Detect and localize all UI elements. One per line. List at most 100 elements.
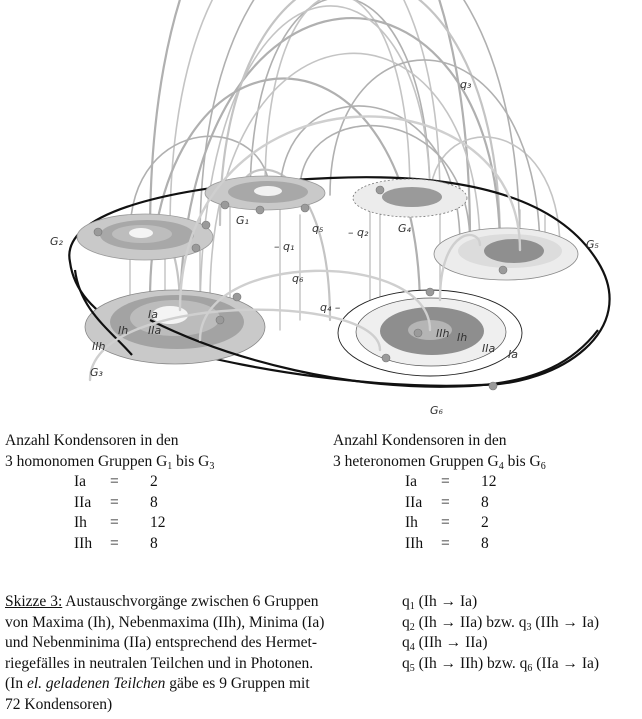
exchange-legend: q1 (Ih → Ia)q2 (Ih → IIa) bzw. q3 (IIh →…	[402, 592, 599, 674]
kondensor-count: 8	[150, 493, 158, 511]
label-q1: – q₁	[274, 240, 294, 253]
kondensor-count: 8	[150, 534, 158, 552]
hand-labels: G₂ G₁ G₄ G₅ G₃ G₆ q₃ – q₁ q₅ – q₂ q₆ q₄ …	[50, 78, 599, 417]
exchange-arc	[178, 17, 502, 322]
exchange-arc	[199, 5, 431, 321]
legend-text: (IIa → Ia)	[532, 654, 600, 672]
count-row: IIh=8	[405, 534, 511, 555]
kondensor-type: Ih	[405, 514, 418, 531]
legend-text: (IIh → IIa)	[414, 634, 488, 651]
legend-q: q	[519, 654, 528, 672]
exchange-arc	[429, 136, 561, 251]
connector-knob	[201, 220, 211, 230]
exchange-arc	[249, 0, 431, 201]
equals-sign: =	[110, 514, 119, 531]
caption-line5-pre: (In	[5, 675, 27, 692]
right-heading-sub1: 4	[498, 460, 504, 472]
connector-knob	[300, 203, 310, 213]
caption-line5: (In el. geladenen Teilchen gäbe es 9 Gru…	[5, 674, 324, 695]
front-exchange-arc	[438, 233, 482, 302]
kondensor-type: Ia	[74, 473, 87, 490]
count-row: Ih=12	[74, 513, 180, 534]
exchange-arc	[264, 0, 411, 196]
kondensor-type: IIh	[74, 534, 93, 552]
equals-sign: =	[441, 534, 450, 552]
left-heading: Anzahl Kondensoren in den 3 homonomen Gr…	[5, 431, 214, 472]
equals-sign: =	[110, 493, 119, 511]
left-heading-sub2: 3	[209, 460, 215, 472]
caption-line5-italic: el. geladenen Teilchen	[26, 675, 166, 692]
label-g6-ih: Ih	[457, 331, 467, 344]
equals-sign: =	[441, 514, 450, 531]
front-exchange-arc	[178, 115, 522, 312]
legend-text: (Ih → IIh) bzw.	[414, 654, 520, 672]
legend-q: q	[402, 613, 410, 631]
label-g3-iia: IIa	[148, 324, 161, 337]
connector-knob	[488, 381, 498, 391]
exchange-arc	[148, 0, 472, 242]
left-heading-text: 3 homonomen Gruppen G	[5, 452, 168, 470]
legend-q-index: 4	[409, 642, 415, 653]
left-heading-sub1: 1	[167, 460, 173, 472]
label-g3-iih: IIh	[92, 340, 105, 353]
left-heading-line1: Anzahl Kondensoren in den	[5, 432, 179, 449]
legend-q-index: 1	[409, 601, 415, 612]
label-g3: G₃	[90, 366, 104, 379]
legend-text: (Ih → IIa) bzw.	[414, 613, 519, 631]
connector-knob	[381, 353, 391, 363]
count-row: Ia=2	[74, 472, 180, 493]
kondensor-count: 8	[481, 534, 489, 552]
legend-item: q2 (Ih → IIa) bzw. q3 (IIh → Ia)	[402, 613, 599, 634]
right-heading-mid: bis G	[503, 452, 541, 470]
label-g3-ia: Ia	[148, 308, 158, 321]
legend-q: q	[402, 634, 410, 651]
legend-q: q	[402, 654, 410, 672]
connector-knob	[375, 185, 385, 195]
connector-knob	[498, 265, 508, 275]
count-row: Ih=2	[405, 513, 511, 534]
right-heading-line2: 3 heteronomen Gruppen G4 bis G6	[333, 452, 546, 473]
label-q5: q₅	[312, 222, 323, 235]
kondensor-type: Ia	[405, 473, 418, 490]
kondensor-count: 2	[150, 473, 158, 490]
right-heading: Anzahl Kondensoren in den 3 heteronomen …	[333, 431, 546, 472]
caption-line5-post: gäbe es 9 Gruppen mit	[165, 675, 310, 692]
legend-text: (Ih → Ia)	[414, 593, 478, 610]
exchange-diagram: G₂ G₁ G₄ G₅ G₃ G₆ q₃ – q₁ q₅ – q₂ q₆ q₄ …	[50, 0, 611, 417]
connector-knob	[220, 200, 230, 210]
legend-item: q5 (Ih → IIh) bzw. q6 (IIa → Ia)	[402, 654, 599, 675]
front-exchange-arc	[198, 269, 432, 342]
caption-line3: und Nebenminima (IIa) entsprechend des H…	[5, 634, 318, 651]
kondensor-type: IIa	[74, 493, 92, 511]
connector-knob	[425, 287, 435, 297]
connector-knob	[232, 292, 242, 302]
connector-knob	[255, 205, 265, 215]
right-heading-sub2: 6	[540, 460, 546, 472]
kondensor-count: 12	[481, 473, 497, 490]
label-g1: G₁	[236, 214, 249, 227]
kondensor-count: 8	[481, 493, 489, 511]
connector-knob	[215, 315, 225, 325]
left-heading-mid: bis G	[172, 452, 210, 470]
legend-q-index: 3	[526, 621, 532, 633]
exchange-arc	[169, 0, 441, 231]
legend-q-index: 5	[409, 662, 415, 674]
kondensor-type: IIa	[405, 493, 423, 511]
label-q6: q₆	[292, 272, 304, 285]
label-g2: G₂	[50, 235, 64, 248]
legend-q: q	[402, 593, 410, 610]
label-q3: q₃	[460, 78, 472, 91]
orbit-ellipse-front-2	[149, 319, 599, 388]
right-heading-text: 3 heteronomen Gruppen G	[333, 452, 499, 470]
label-g5: G₅	[586, 238, 599, 251]
right-heading-line1: Anzahl Kondensoren in den	[333, 432, 507, 449]
label-q2: – q₂	[348, 226, 369, 239]
caption-label: Skizze 3:	[5, 593, 63, 610]
count-row: IIh=8	[74, 534, 180, 555]
group-g1	[204, 175, 326, 211]
group-g3	[84, 289, 266, 365]
legend-item: q1 (Ih → Ia)	[402, 592, 599, 613]
exchange-arc	[218, 0, 502, 247]
